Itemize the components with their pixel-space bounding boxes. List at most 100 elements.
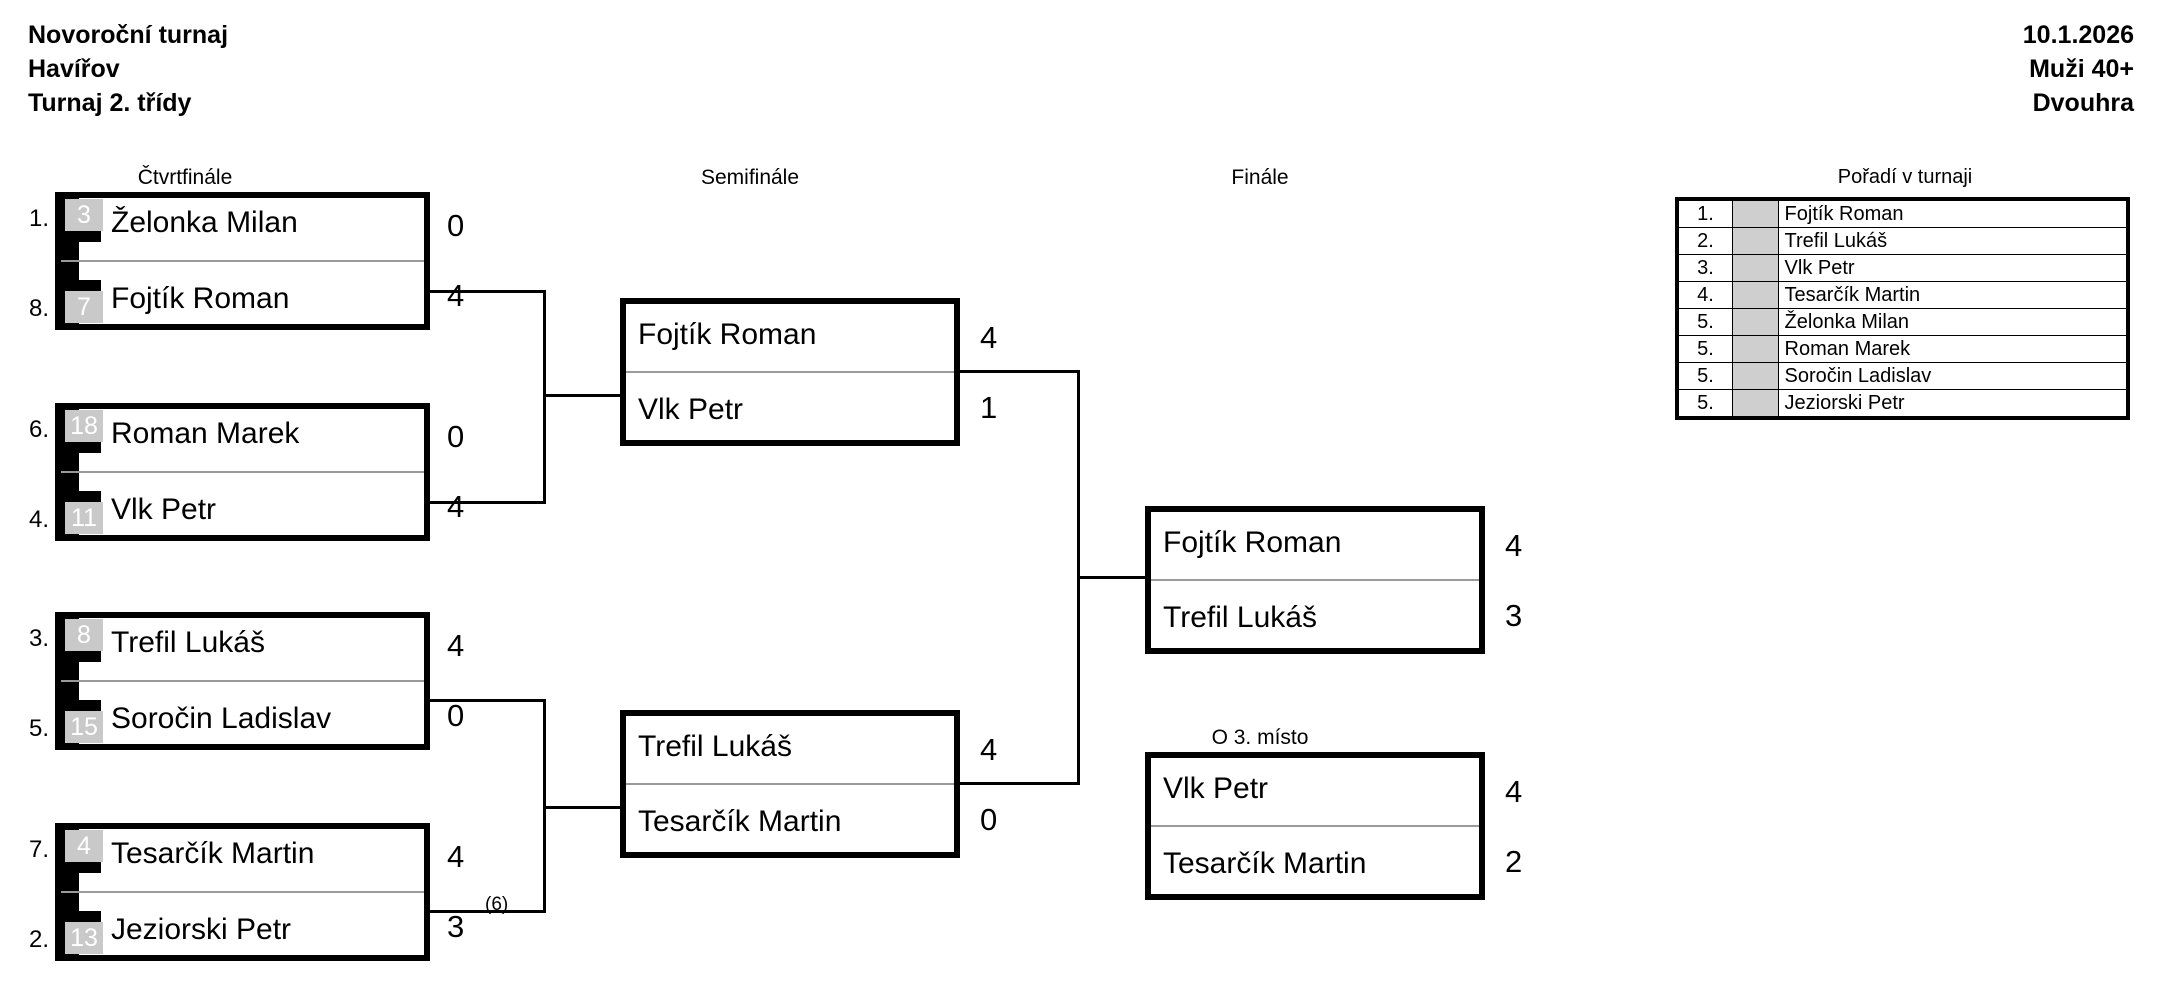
standings-player-name: Jeziorski Petr (1777, 389, 2129, 419)
score-top: 4 (980, 320, 998, 355)
connector-into-final (1077, 576, 1147, 579)
standings-rank: 4. (1676, 281, 1733, 309)
player-name-top: Želonka Milan (111, 206, 298, 239)
round-title-third-place: O 3. místo (1211, 726, 1309, 749)
connector-qf1-qf2-vertical (543, 290, 546, 504)
tournament-name: Novoroční turnaj (28, 21, 229, 49)
standings-marker-cell (1731, 362, 1779, 390)
connector-qf1-out (430, 290, 545, 293)
tournament-category: Muži 40+ (2029, 55, 2134, 83)
bracket-arm-top (55, 859, 101, 873)
tournament-discipline: Dvouhra (2032, 89, 2134, 117)
match-divider (1151, 825, 1479, 827)
match-quarterfinal-2[interactable]: 18 6. Roman Marek 0 11 4. Vlk Petr 4 (29, 403, 464, 541)
connector-qf3-out (430, 699, 545, 702)
table-row: 2.Trefil Lukáš (1676, 227, 2129, 255)
standings-marker-cell (1731, 254, 1779, 282)
connector-sf1-out (960, 370, 1080, 373)
connector-sf2-out (960, 782, 1080, 785)
table-row: 1. Fojtík Roman (1676, 198, 2129, 228)
player-name-top: Tesarčík Martin (111, 837, 315, 870)
seed-rank-badge: 4 (65, 830, 103, 862)
connector-into-sf1 (543, 394, 623, 397)
match-semifinal-1[interactable]: Fojtík Roman 4 Vlk Petr 1 (620, 298, 997, 446)
score-top: 4 (1505, 774, 1523, 809)
seed-rank-badge: 13 (65, 922, 103, 954)
tournament-header-left: Novoroční turnaj Havířov Turnaj 2. třídy (28, 18, 228, 120)
score-bottom: 2 (1505, 844, 1523, 879)
tournament-header-right: 10.1.2026 Muži 40+ Dvouhra (2023, 18, 2134, 120)
player-name-bottom: Jeziorski Petr (111, 913, 292, 946)
standings-player-name: Trefil Lukáš (1777, 227, 2129, 255)
player-name-bottom: Soročin Ladislav (111, 702, 332, 735)
table-row: 5.Roman Marek (1676, 335, 2129, 363)
standings-player-name: Soročin Ladislav (1777, 362, 2129, 390)
player-name-top: Roman Marek (111, 417, 300, 450)
standings-marker-cell (1731, 281, 1779, 309)
standings-player-name: Roman Marek (1777, 335, 2129, 363)
standings-marker-cell (1731, 227, 1779, 255)
bracket-arm-top (55, 648, 101, 662)
match-semifinal-2[interactable]: Trefil Lukáš 4 Tesarčík Martin 0 (620, 710, 997, 858)
connector-qf2-out (430, 501, 545, 504)
standings-player-name: Fojtík Roman (1777, 198, 2129, 228)
standings-rank: 1. (1676, 198, 1733, 228)
match-quarterfinal-4[interactable]: 4 7. Tesarčík Martin 4 13 2. Jeziorski P… (29, 823, 508, 961)
bracket-arm-bottom (55, 700, 101, 714)
seed-position-label: 3. (28, 625, 49, 652)
seed-rank-badge: 7 (65, 291, 103, 323)
seed-rank-badge: 18 (65, 410, 103, 442)
bracket-arm-bottom (55, 491, 101, 505)
player-name-top: Fojtík Roman (1163, 525, 1342, 559)
table-row: 5.Jeziorski Petr (1676, 389, 2129, 419)
standings-title: Pořadí v turnaji (1837, 166, 1973, 188)
bracket-arm-bottom (55, 911, 101, 925)
match-quarterfinal-1[interactable]: 3 1. Želonka Milan 0 7 8. Fojtík Roman 4 (29, 192, 464, 330)
bracket-arm-bottom (55, 280, 101, 294)
player-name-bottom: Fojtík Roman (111, 282, 290, 315)
match-third-place[interactable]: Vlk Petr 4 Tesarčík Martin 2 (1145, 752, 1522, 900)
retirement-note: (6) (485, 894, 509, 915)
match-quarterfinal-3[interactable]: 8 3. Trefil Lukáš 4 15 5. Soročin Ladisl… (29, 612, 464, 750)
seed-position-label: 4. (28, 506, 49, 533)
score-top: 0 (447, 208, 465, 243)
player-name-top: Vlk Petr (1163, 771, 1269, 805)
score-top: 4 (980, 732, 998, 767)
seed-rank-badge: 3 (65, 199, 103, 231)
connector-into-sf2 (543, 806, 623, 809)
standings-player-name: Želonka Milan (1777, 308, 2129, 336)
match-divider (626, 371, 954, 373)
seed-rank-badge: 11 (65, 502, 103, 534)
score-top: 4 (447, 628, 465, 663)
standings-marker-cell (1731, 335, 1779, 363)
match-divider (61, 891, 424, 893)
match-final[interactable]: Fojtík Roman 4 Trefil Lukáš 3 (1145, 506, 1522, 654)
seed-position-label: 8. (28, 295, 49, 322)
standings-marker-cell (1731, 198, 1779, 228)
score-top: 4 (1505, 528, 1523, 563)
score-bottom: 0 (980, 802, 998, 837)
seed-position-label: 6. (28, 416, 49, 443)
bracket-arm-top (55, 439, 101, 453)
table-row: 5. Želonka Milan (1676, 308, 2129, 336)
player-name-top: Fojtík Roman (638, 317, 817, 351)
score-bottom: 4 (447, 489, 465, 524)
round-title-final: Finále (1231, 166, 1289, 189)
match-divider (61, 260, 424, 262)
standings-player-name: Vlk Petr (1777, 254, 2129, 282)
score-bottom: 3 (447, 909, 465, 944)
round-title-quarterfinal: Čtvrtfinále (137, 166, 233, 189)
bracket-arm-top (55, 228, 101, 242)
seed-position-label: 1. (28, 205, 49, 232)
score-bottom: 3 (1505, 598, 1523, 633)
match-divider (1151, 579, 1479, 581)
player-name-bottom: Vlk Petr (111, 493, 217, 526)
player-name-top: Trefil Lukáš (111, 626, 265, 659)
score-top: 4 (447, 839, 465, 874)
match-divider (626, 783, 954, 785)
standings-marker-cell (1731, 308, 1779, 336)
tournament-date: 10.1.2026 (2022, 21, 2134, 49)
standings-rank: 5. (1676, 308, 1733, 336)
